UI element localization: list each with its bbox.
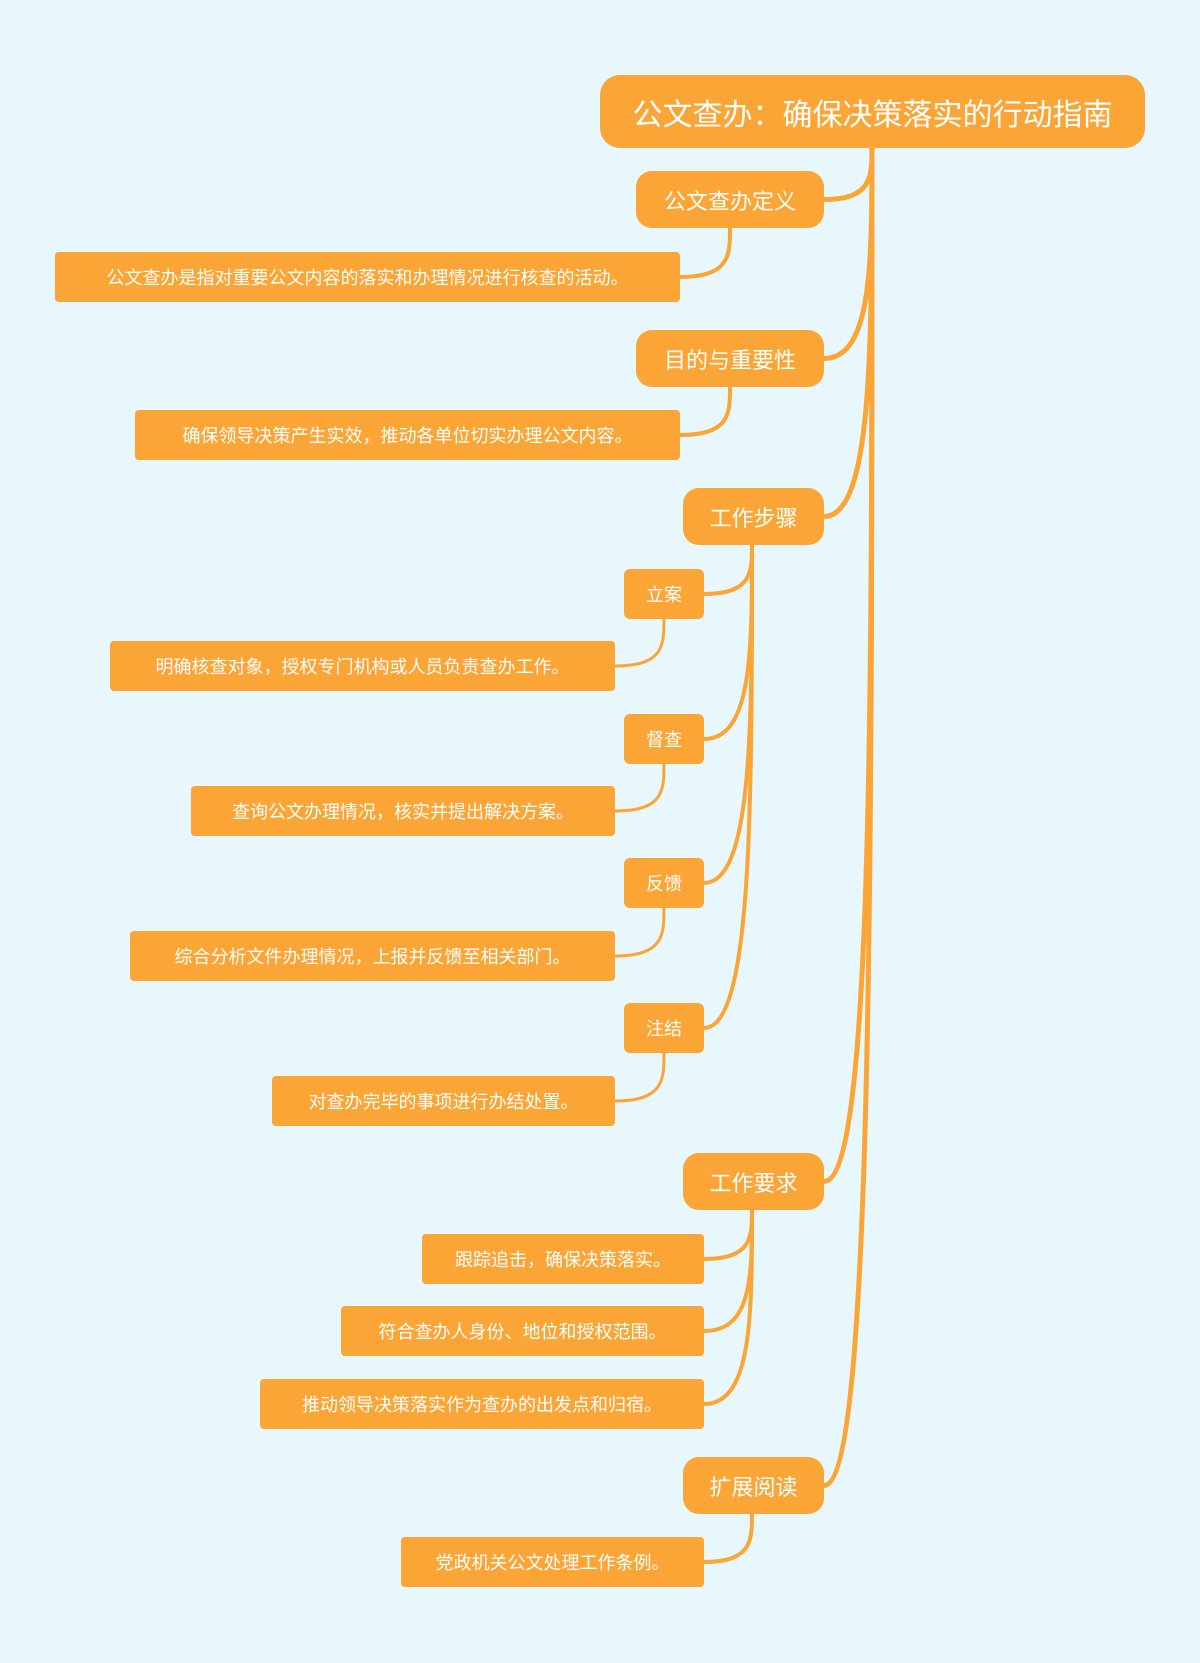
root-link-1 (821, 145, 875, 361)
branch-node-further-reading[interactable]: 扩展阅读 (683, 1457, 824, 1514)
step-node-supervision[interactable]: 督查 (624, 714, 704, 764)
steps-link-3 (702, 543, 754, 1030)
root-link-4 (821, 145, 875, 1488)
steps-link-0 (702, 543, 754, 596)
leaf-node-definition-text[interactable]: 公文查办是指对重要公文内容的落实和办理情况进行核查的活动。 (55, 252, 680, 302)
step-node-feedback[interactable]: 反馈 (624, 858, 704, 908)
leaf-node-filing-text[interactable]: 明确核查对象，授权专门机构或人员负责查办工作。 (110, 641, 615, 691)
requirement-link-0 (702, 1208, 754, 1261)
step-node-closing[interactable]: 注结 (624, 1003, 704, 1053)
purpose-link (678, 385, 732, 437)
leaf-node-requirement-3[interactable]: 推动领导决策落实作为查办的出发点和归宿。 (260, 1379, 704, 1429)
leaf-node-purpose-text[interactable]: 确保领导决策产生实效，推动各单位切实办理公文内容。 (135, 410, 680, 460)
step-leaf-link-0 (613, 617, 666, 668)
further-reading-link (702, 1512, 754, 1564)
step-leaf-link-3 (613, 1051, 666, 1103)
root-node[interactable]: 公文查办：确保决策落实的行动指南 (600, 75, 1145, 148)
leaf-node-feedback-text[interactable]: 综合分析文件办理情况，上报并反馈至相关部门。 (130, 931, 615, 981)
leaf-node-closing-text[interactable]: 对查办完毕的事项进行办结处置。 (272, 1076, 615, 1126)
steps-link-1 (702, 543, 754, 741)
root-link-2 (821, 145, 875, 519)
branch-node-requirements[interactable]: 工作要求 (683, 1153, 824, 1210)
leaf-node-requirement-2[interactable]: 符合查办人身份、地位和授权范围。 (341, 1306, 704, 1356)
root-link-0 (821, 145, 875, 202)
leaf-node-further-reading-text[interactable]: 党政机关公文处理工作条例。 (401, 1537, 704, 1587)
requirement-link-1 (702, 1208, 754, 1333)
branch-node-steps[interactable]: 工作步骤 (683, 488, 824, 545)
requirement-link-2 (702, 1208, 754, 1406)
step-node-filing[interactable]: 立案 (624, 569, 704, 619)
branch-node-purpose[interactable]: 目的与重要性 (636, 330, 824, 387)
step-leaf-link-2 (613, 906, 666, 958)
branch-node-definition[interactable]: 公文查办定义 (636, 171, 824, 228)
definition-link (678, 226, 732, 279)
leaf-node-requirement-1[interactable]: 跟踪追击，确保决策落实。 (422, 1234, 704, 1284)
leaf-node-supervision-text[interactable]: 查询公文办理情况，核实并提出解决方案。 (191, 786, 615, 836)
step-leaf-link-1 (613, 762, 666, 813)
